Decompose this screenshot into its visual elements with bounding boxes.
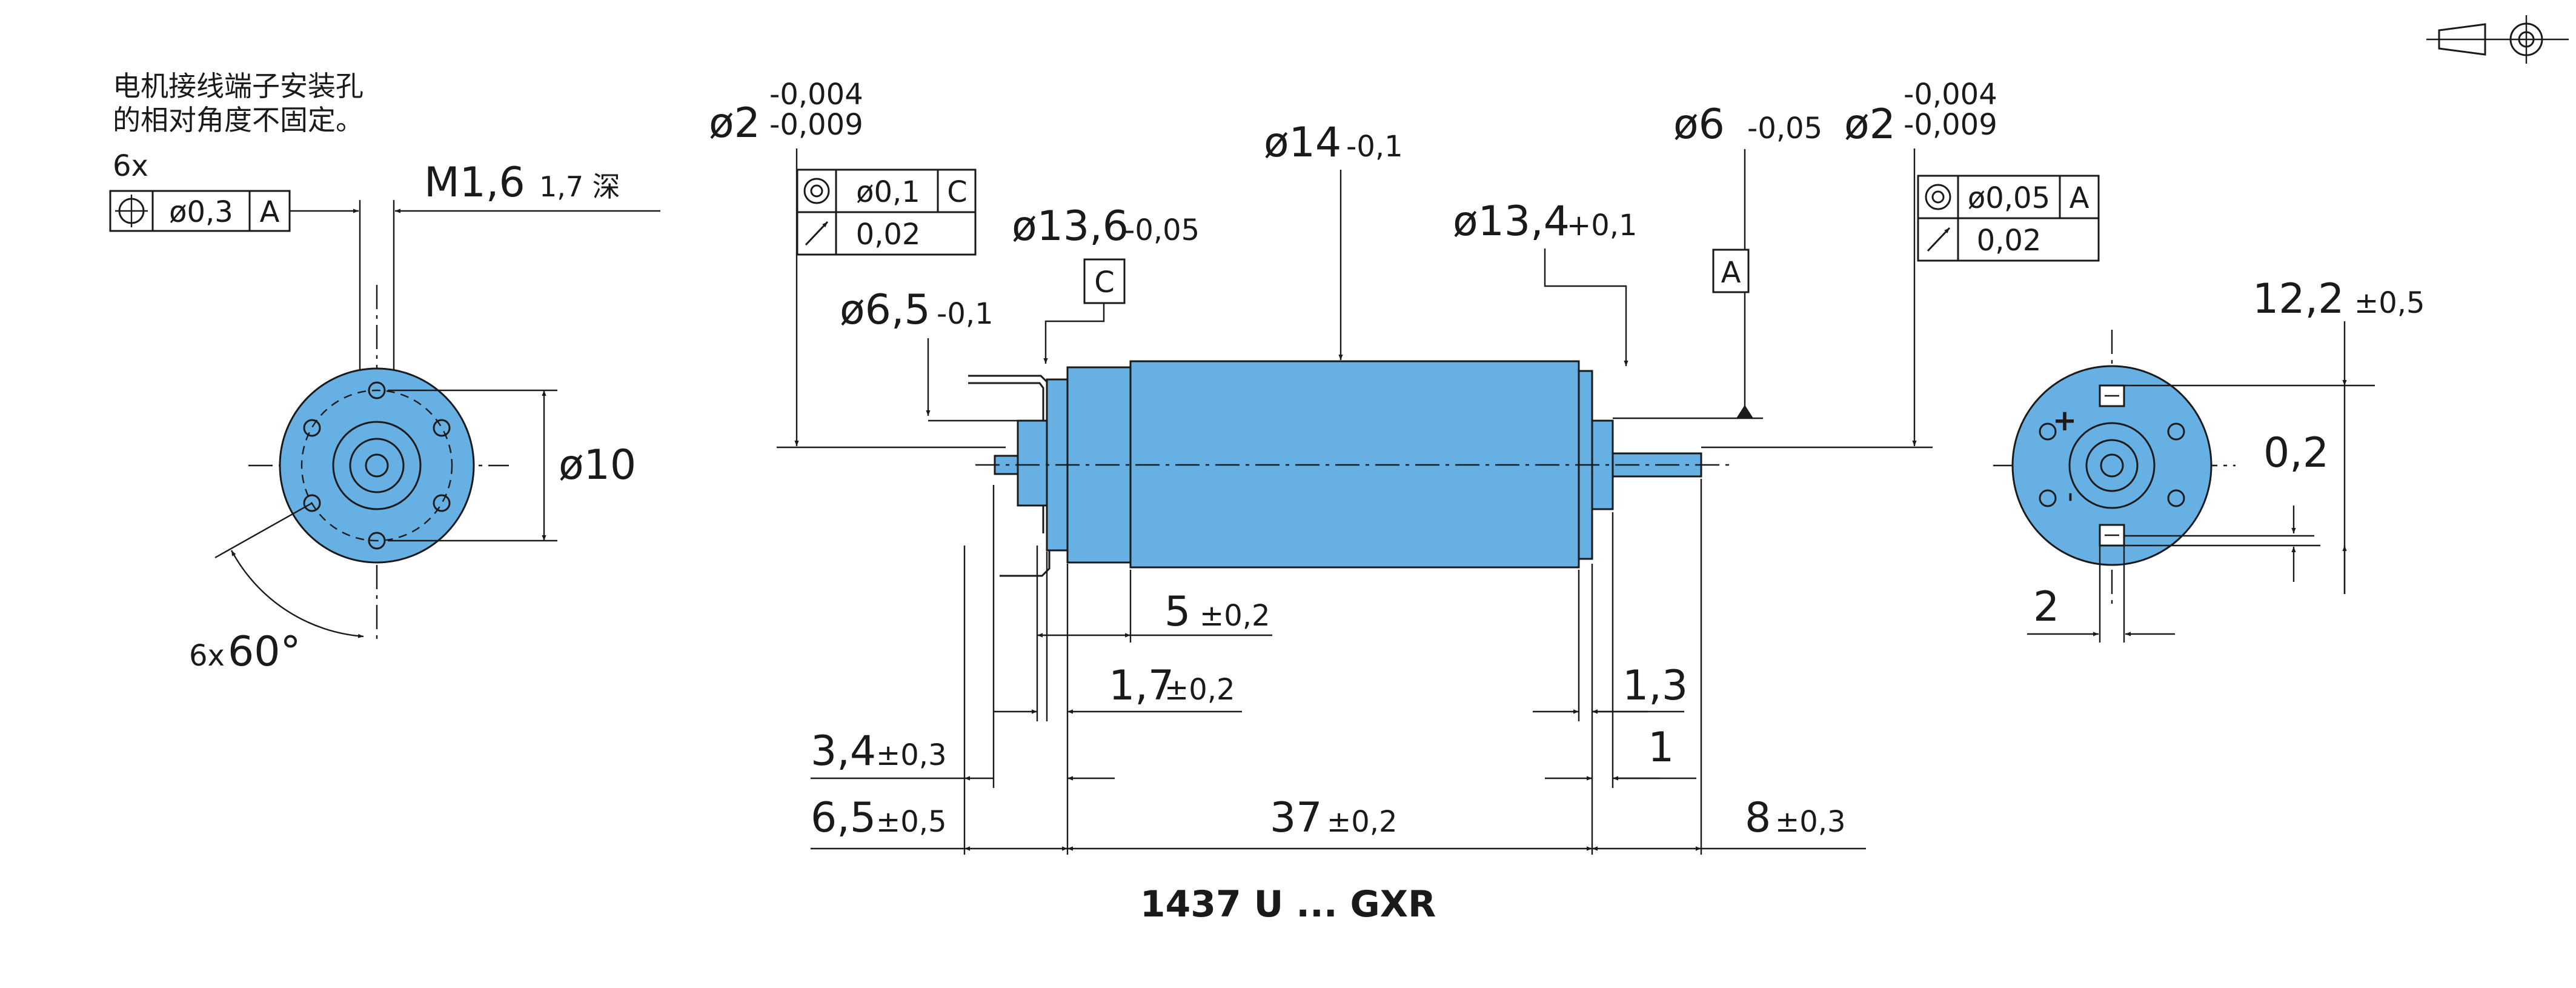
dim-8: 8 xyxy=(1745,794,1771,842)
left-end-view: 6x ø0,3 A M1,6 1,7 深 xyxy=(109,149,660,676)
datum-a-box xyxy=(1712,249,1750,293)
note-line-2: 的相对角度不固定。 xyxy=(113,104,363,136)
cap-diameter-tol: -0,05 xyxy=(1124,213,1200,247)
terminal-minus-label: - xyxy=(2055,492,2089,502)
first-angle-projection-icon xyxy=(2426,15,2569,64)
dim-1: 1 xyxy=(1648,724,1674,772)
dim-6-5: 6,5 xyxy=(811,794,876,842)
dim-37: 37 xyxy=(1270,794,1323,842)
left-concentricity-value: ø0,1 xyxy=(856,175,920,209)
right-concentricity-value: ø0,05 xyxy=(1968,181,2050,215)
right-boss-diameter: ø6 xyxy=(1673,101,1725,149)
left-shaft-tol-upper: -0,004 xyxy=(769,78,863,112)
dim-0-2: 0,2 xyxy=(2263,429,2329,477)
left-concentricity-datum: C xyxy=(947,175,968,209)
dim-6-5-tol: ±0,5 xyxy=(876,805,947,839)
terminal-minus-slot xyxy=(2099,524,2125,547)
right-concentricity-datum: A xyxy=(2070,181,2090,215)
left-boss-diameter: ø6,5 xyxy=(840,286,931,334)
ring-diameter: ø13,4 xyxy=(1453,198,1570,245)
dim-1-3: 1,3 xyxy=(1622,662,1688,710)
hole-count-label: 6x xyxy=(113,149,148,183)
left-feature-control-frame: ø0,1 C 0,02 xyxy=(796,169,977,256)
thread-depth-label: 1,7 深 xyxy=(539,170,620,203)
runout-icon xyxy=(1927,227,1951,252)
datum-c-box xyxy=(1083,258,1126,304)
body-diameter-tol: -0,1 xyxy=(1346,130,1403,164)
dim-1-7: 1,7 xyxy=(1109,662,1174,710)
dim-12-2-tol: ±0,5 xyxy=(2354,286,2425,320)
left-boss xyxy=(1017,419,1048,507)
right-shaft-tol-lower: -0,009 xyxy=(1904,108,1997,142)
cap-diameter: ø13,6 xyxy=(1012,202,1129,250)
right-feature-control-frame: ø0,05 A 0,02 xyxy=(1917,175,2100,262)
right-boss-diameter-tol: -0,05 xyxy=(1747,112,1822,145)
mounting-holes xyxy=(303,381,451,550)
concentricity-icon xyxy=(1925,184,1951,210)
dim-2: 2 xyxy=(2033,583,2059,631)
left-motor-face xyxy=(279,367,475,564)
right-motor-face xyxy=(2011,365,2213,566)
right-shaft-tol-upper: -0,004 xyxy=(1904,78,1997,112)
angle-prefix-label: 6x xyxy=(189,639,225,673)
right-shaft-diameter: ø2 xyxy=(1844,101,1896,149)
ring-diameter-tol: +0,1 xyxy=(1567,209,1638,242)
body-diameter: ø14 xyxy=(1264,119,1341,167)
dim-3-4: 3,4 xyxy=(811,727,876,775)
left-runout-value: 0,02 xyxy=(856,218,921,252)
thread-label: M1,6 xyxy=(424,159,525,207)
angle-label: 60° xyxy=(228,628,301,676)
note-line-1: 电机接线端子安装孔 xyxy=(113,70,363,102)
dim-37-tol: ±0,2 xyxy=(1327,805,1398,839)
right-runout-value: 0,02 xyxy=(1977,224,2042,258)
datum-a-label: A xyxy=(1721,256,1741,290)
left-shaft-diameter: ø2 xyxy=(709,99,760,147)
position-tolerance-value: ø0,3 xyxy=(169,195,233,229)
dim-5-tol: ±0,2 xyxy=(1200,599,1270,633)
dim-12-2: 12,2 xyxy=(2252,275,2344,323)
terminal-plus-slot xyxy=(2099,384,2125,407)
side-view: ø2 -0,004 -0,009 ø0,1 C 0,02 ø14 -0,1 xyxy=(709,78,2100,926)
datum-c-label: C xyxy=(1094,265,1115,299)
terminal-plus-label: + xyxy=(2053,404,2077,438)
dim-1-7-tol: ±0,2 xyxy=(1164,673,1235,707)
circle-diameter-label: ø10 xyxy=(559,441,636,489)
dim-3-4-tol: ±0,3 xyxy=(876,738,947,772)
mounting-note: 电机接线端子安装孔 的相对角度不固定。 xyxy=(113,70,363,136)
left-shaft-tol-lower: -0,009 xyxy=(769,108,863,142)
dim-8-tol: ±0,3 xyxy=(1775,805,1846,839)
position-icon xyxy=(115,195,148,227)
position-tolerance-datum: A xyxy=(260,195,280,229)
runout-icon xyxy=(805,221,829,246)
right-end-view: + - 12,2 ±0,5 0,2 2 xyxy=(1993,275,2425,643)
position-tolerance-frame: ø0,3 A xyxy=(109,190,291,232)
concentricity-icon xyxy=(803,178,830,204)
dim-5: 5 xyxy=(1164,588,1190,636)
left-boss-diameter-tol: -0,1 xyxy=(937,297,994,331)
model-label: 1437 U ... GXR xyxy=(1140,883,1436,926)
